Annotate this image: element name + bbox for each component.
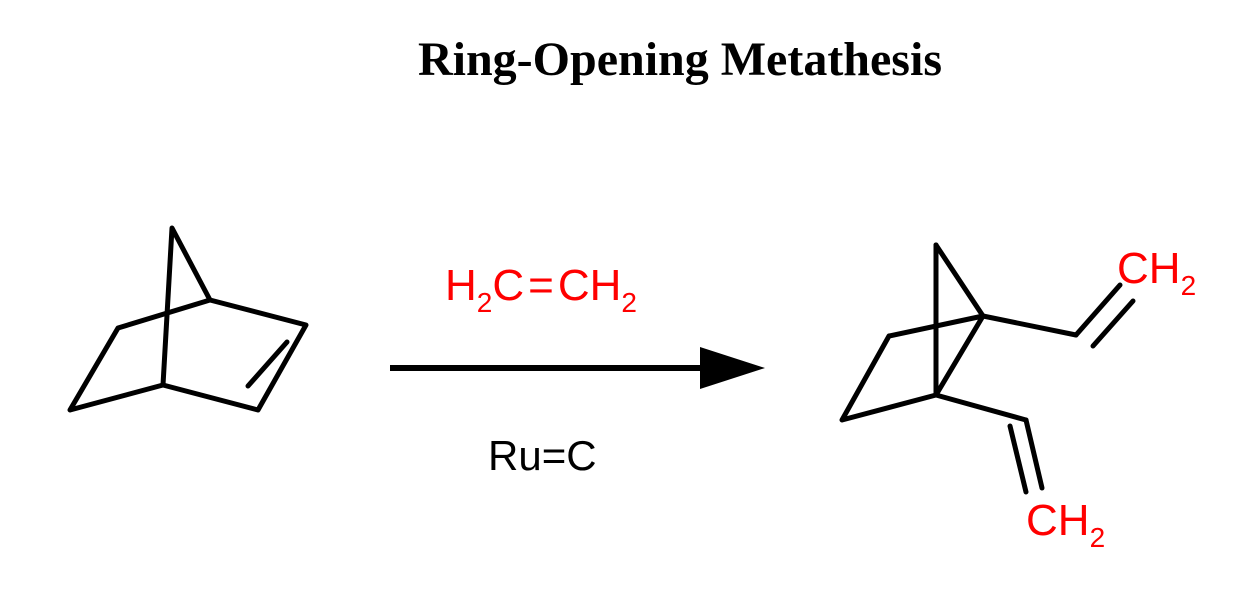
product-top-ch2-label: CH2	[1117, 244, 1196, 301]
reactant-double-bond-inner	[245, 339, 290, 389]
product-top-ch: CH	[1117, 244, 1181, 293]
reactant-ring-bonds	[67, 297, 309, 413]
product-top-sub: 2	[1181, 270, 1197, 301]
product-bottom-vinyl-double-1	[1023, 417, 1045, 491]
product-ring-bonds	[839, 242, 986, 423]
reagent-right-ch: CH	[558, 261, 622, 310]
reagent-left-c: C	[492, 261, 524, 310]
product-bottom-ch2-label: CH2	[1026, 496, 1105, 553]
product-top-vinyl-double-2	[1090, 298, 1136, 349]
reactant-molecule	[67, 225, 309, 413]
reactant-bridge-bonds	[160, 225, 213, 388]
product-top-vinyl-single	[980, 313, 1079, 338]
product-bottom-vinyl-single	[933, 392, 1029, 423]
product-molecule	[839, 242, 1136, 495]
product-top-vinyl-double-1	[1073, 282, 1123, 338]
reagent-right-sub: 2	[621, 287, 637, 318]
catalyst-label: Ru=C	[488, 432, 597, 479]
reagent-left-sub: 2	[477, 287, 493, 318]
product-bottom-sub: 2	[1090, 522, 1106, 553]
reagent-double-bond: =	[528, 261, 554, 310]
reaction-arrow	[390, 347, 765, 389]
reagent-ethylene: H2C=CH2	[445, 261, 637, 318]
arrow-head	[700, 347, 765, 389]
reagent-left-h: H	[445, 261, 477, 310]
product-bottom-ch: CH	[1026, 496, 1090, 545]
page-title: Ring-Opening Metathesis	[418, 33, 942, 86]
product-bottom-vinyl-double-2	[1007, 423, 1029, 495]
